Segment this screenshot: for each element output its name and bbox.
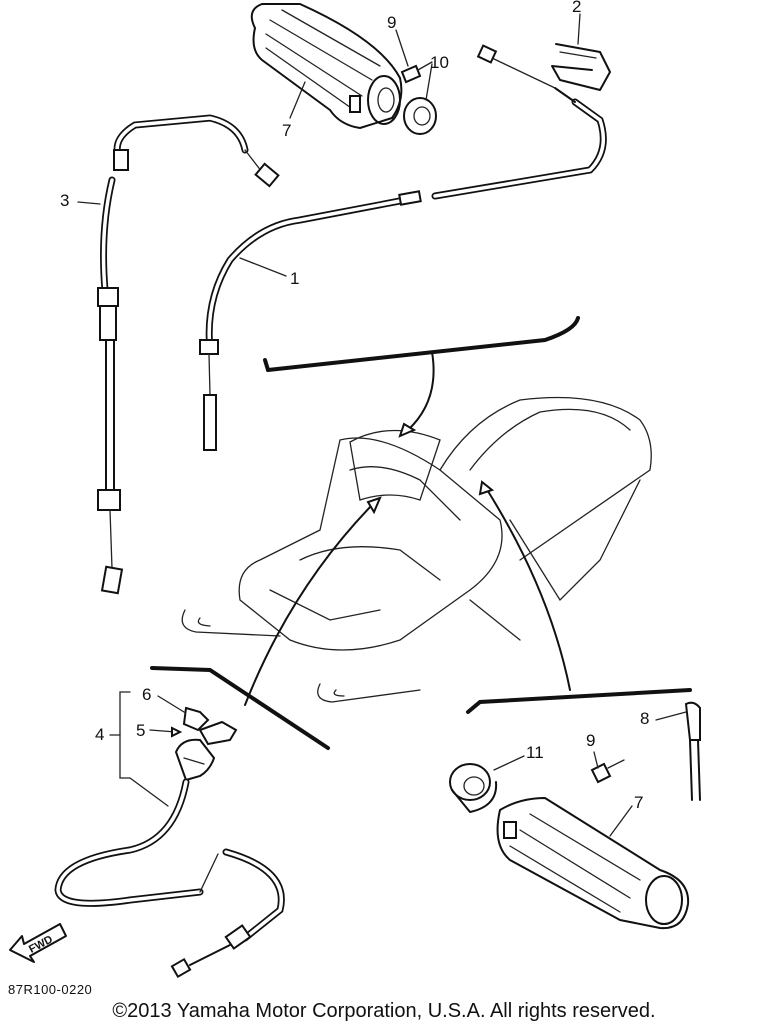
- label-4: 4: [95, 725, 104, 744]
- label-8: 8: [640, 709, 649, 728]
- tie-strap-8: [684, 701, 701, 801]
- choke-cable: [97, 114, 280, 595]
- fwd-arrow-icon: FWD: [9, 923, 67, 963]
- label-6: 6: [142, 685, 151, 704]
- label-10: 10: [430, 53, 449, 72]
- collar-10: [403, 97, 437, 135]
- kill-switch-assembly: [54, 706, 285, 979]
- callout-right: [466, 480, 692, 714]
- handlebar-grip-top: [250, 3, 403, 129]
- label-9-bottom: 9: [586, 731, 595, 750]
- screw-bottom: [590, 759, 625, 784]
- throttle-cable: [199, 44, 607, 451]
- label-7-bottom: 7: [634, 793, 643, 812]
- label-5: 5: [136, 721, 145, 740]
- handlebar-grip-bottom: [496, 797, 690, 930]
- clip-2: [551, 43, 611, 91]
- collar-11: [449, 763, 498, 813]
- callout-left: [150, 496, 382, 750]
- label-3: 3: [60, 191, 69, 210]
- screw-top: [400, 61, 433, 84]
- label-7-top: 7: [282, 121, 291, 140]
- part-labels: 9 10 2 7 3 1 6 5 4 8 9 11 7: [60, 0, 687, 837]
- copyright-notice: ©2013 Yamaha Motor Corporation, U.S.A. A…: [112, 1000, 656, 1022]
- fwd-label: FWD: [27, 933, 55, 955]
- drawing-code: 87R100-0220: [8, 982, 93, 997]
- label-9-top: 9: [387, 13, 396, 32]
- label-2: 2: [572, 0, 581, 16]
- label-11: 11: [526, 743, 544, 762]
- callout-top: [263, 316, 580, 438]
- snowmobile-body: [181, 396, 652, 703]
- label-1: 1: [290, 269, 299, 288]
